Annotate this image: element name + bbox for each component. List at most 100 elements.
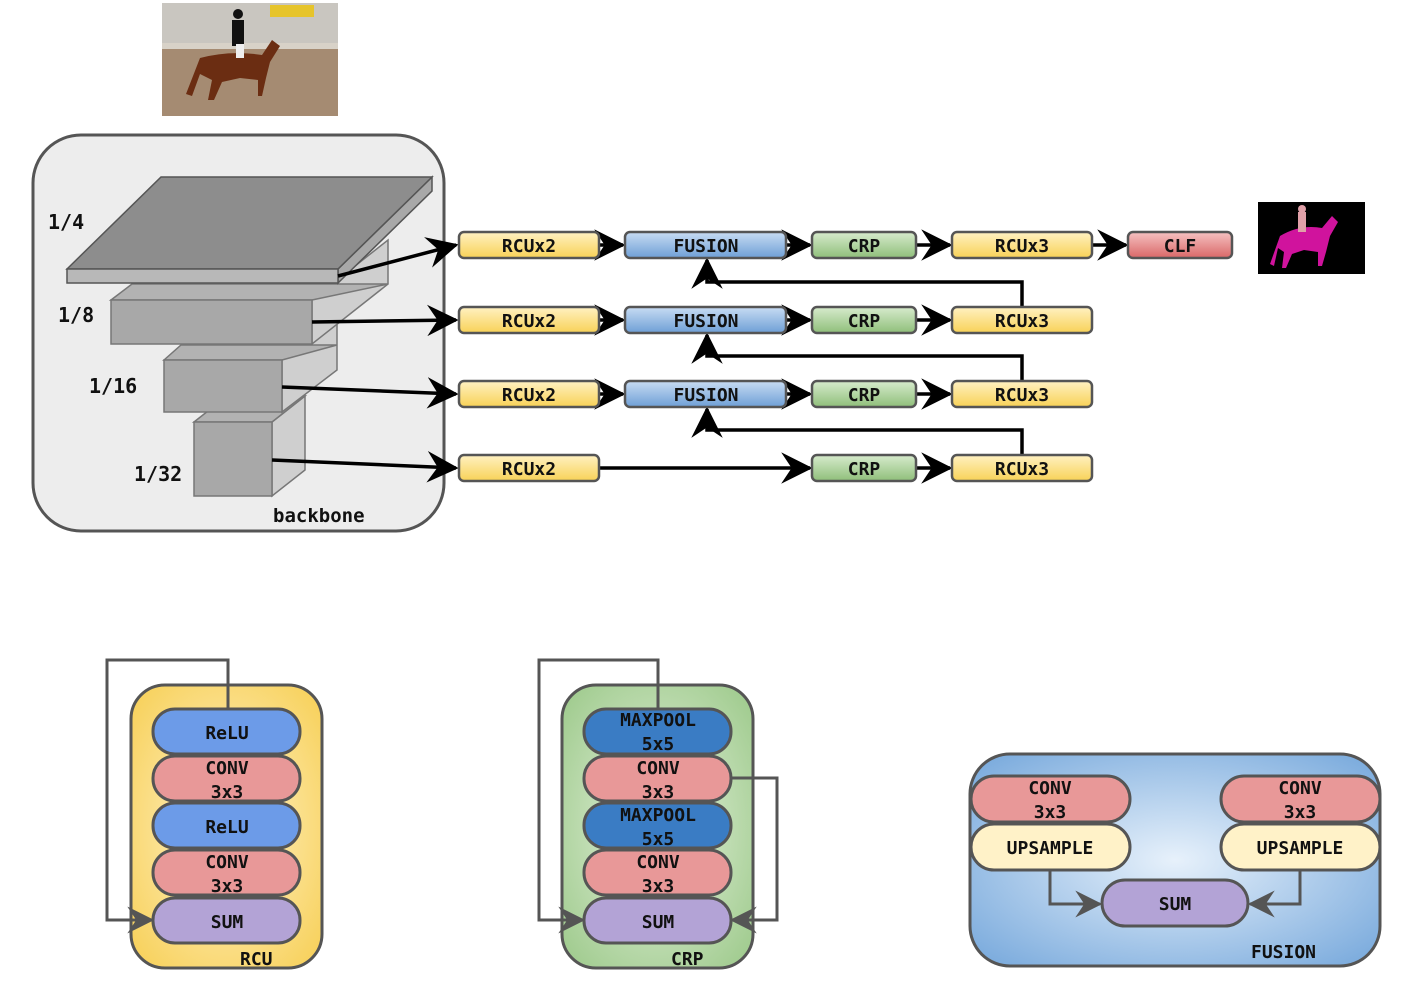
conv-layer[interactable] <box>582 848 733 897</box>
sum-label: SUM <box>1159 894 1192 915</box>
crp-label: CRP <box>848 459 881 480</box>
conv-size-label: 3x3 <box>1284 802 1317 823</box>
conv-layer[interactable] <box>151 848 302 897</box>
rcu-skip-connection <box>105 658 230 934</box>
conv-label: CONV <box>636 852 680 873</box>
crp-layers: MAXPOOL 5x5 CONV 3x3 MAXPOOL 5x5 CONV 3x… <box>582 707 733 945</box>
scale-label-1-32: 1/32 <box>134 462 182 486</box>
maxpool-label: MAXPOOL <box>620 710 696 731</box>
maxpool-label: MAXPOOL <box>620 805 696 826</box>
rcu-x3-block[interactable] <box>950 305 1094 335</box>
relu-layer[interactable] <box>151 801 302 850</box>
output-mask <box>1258 202 1365 274</box>
conv-size-label: 3x3 <box>642 876 675 897</box>
rcu-x2-label: RCUx2 <box>502 385 556 406</box>
input-photo <box>162 3 338 116</box>
upsample-layer[interactable] <box>1219 822 1382 872</box>
relu-label: ReLU <box>205 817 248 838</box>
fusion-label: FUSION <box>673 311 738 332</box>
rcu-x3-label: RCUx3 <box>995 459 1049 480</box>
rcu-x2-block[interactable] <box>457 230 601 260</box>
crp-skip-connection <box>537 658 660 934</box>
fusion-block[interactable] <box>623 379 788 409</box>
row-1-32: RCUx2 CRP RCUx3 <box>457 453 1094 483</box>
rcu-x2-label: RCUx2 <box>502 459 556 480</box>
rcu-x3-label: RCUx3 <box>995 385 1049 406</box>
conv-label: CONV <box>1028 778 1072 799</box>
crp-label: CRP <box>848 236 881 257</box>
sum-label: SUM <box>211 912 244 933</box>
relu-layer[interactable] <box>151 707 302 756</box>
upsample-label: UPSAMPLE <box>1257 838 1344 859</box>
fusion-block[interactable] <box>623 230 788 260</box>
conv-label: CONV <box>205 758 249 779</box>
maxpool-layer[interactable] <box>582 801 733 850</box>
sum-label: SUM <box>642 912 675 933</box>
rcu-layers: ReLU CONV 3x3 ReLU CONV 3x3 SUM <box>151 707 302 945</box>
rcu-title: RCU <box>240 949 273 970</box>
scale-label-1-8: 1/8 <box>58 303 94 327</box>
maxpool-layer[interactable] <box>582 707 733 756</box>
rcu-x2-label: RCUx2 <box>502 311 556 332</box>
conv-label: CONV <box>1278 778 1322 799</box>
relu-label: ReLU <box>205 723 248 744</box>
rcu-x3-block[interactable] <box>950 230 1094 260</box>
crp-block[interactable] <box>810 453 918 483</box>
fusion-right-connector <box>1247 871 1302 918</box>
conv-size-label: 3x3 <box>211 876 244 897</box>
conv-layer[interactable] <box>151 754 302 803</box>
rcu-x3-block[interactable] <box>950 453 1094 483</box>
crp-block[interactable] <box>810 230 918 260</box>
row-1-8: RCUx2 FUSION CRP RCUx3 <box>457 305 1094 335</box>
backbone-connectors <box>271 237 459 483</box>
conv-size-label: 3x3 <box>642 782 675 803</box>
conv-label: CONV <box>205 852 249 873</box>
scale-label-1-16: 1/16 <box>89 374 137 398</box>
rcu-x2-block[interactable] <box>457 305 601 335</box>
clf-label: CLF <box>1164 236 1197 257</box>
row-1-4: RCUx2 FUSION CRP RCUx3 CLF <box>457 230 1234 260</box>
sum-layer[interactable] <box>151 896 302 945</box>
conv-label: CONV <box>636 758 680 779</box>
feedback-arrows <box>691 257 1024 454</box>
conv-layer[interactable] <box>969 774 1132 824</box>
backbone-label: backbone <box>273 505 365 527</box>
conv-size-label: 3x3 <box>1034 802 1067 823</box>
crp-label: CRP <box>848 385 881 406</box>
conv-size-label: 3x3 <box>211 782 244 803</box>
fusion-left-connector <box>1048 871 1103 918</box>
rcu-x3-block[interactable] <box>950 379 1094 409</box>
flow-arrows <box>594 229 1129 484</box>
conv-layer[interactable] <box>1219 774 1382 824</box>
connector-1-8 <box>311 304 459 337</box>
rcu-x2-block[interactable] <box>457 453 601 483</box>
connector-1-4 <box>337 237 459 278</box>
crp-block[interactable] <box>810 305 918 335</box>
scale-label-1-4: 1/4 <box>48 210 84 234</box>
rcu-x2-label: RCUx2 <box>502 236 556 257</box>
feature-block-1-8 <box>108 238 389 346</box>
maxpool-size-label: 5x5 <box>642 829 675 850</box>
rcu-x3-label: RCUx3 <box>995 236 1049 257</box>
crp-label: CRP <box>848 311 881 332</box>
crp-title: CRP <box>671 949 704 970</box>
fusion-label: FUSION <box>673 385 738 406</box>
sum-layer[interactable] <box>1100 878 1250 928</box>
clf-block[interactable] <box>1126 230 1234 260</box>
feature-block-1-4 <box>65 175 434 285</box>
fusion-left-branch: CONV 3x3 UPSAMPLE <box>969 774 1132 872</box>
fusion-block[interactable] <box>623 305 788 335</box>
crp-block[interactable] <box>810 379 918 409</box>
upsample-layer[interactable] <box>969 822 1132 872</box>
fusion-right-branch: CONV 3x3 UPSAMPLE <box>1219 774 1382 872</box>
connector-1-16 <box>281 377 459 409</box>
rcu-x2-block[interactable] <box>457 379 601 409</box>
row-1-16: RCUx2 FUSION CRP RCUx3 <box>457 379 1094 409</box>
connector-1-32 <box>271 451 459 483</box>
upsample-label: UPSAMPLE <box>1007 838 1094 859</box>
maxpool-size-label: 5x5 <box>642 734 675 755</box>
feature-block-1-16 <box>162 316 338 414</box>
conv-layer[interactable] <box>582 754 733 803</box>
fusion-title: FUSION <box>1251 942 1316 963</box>
sum-layer[interactable] <box>582 896 733 945</box>
